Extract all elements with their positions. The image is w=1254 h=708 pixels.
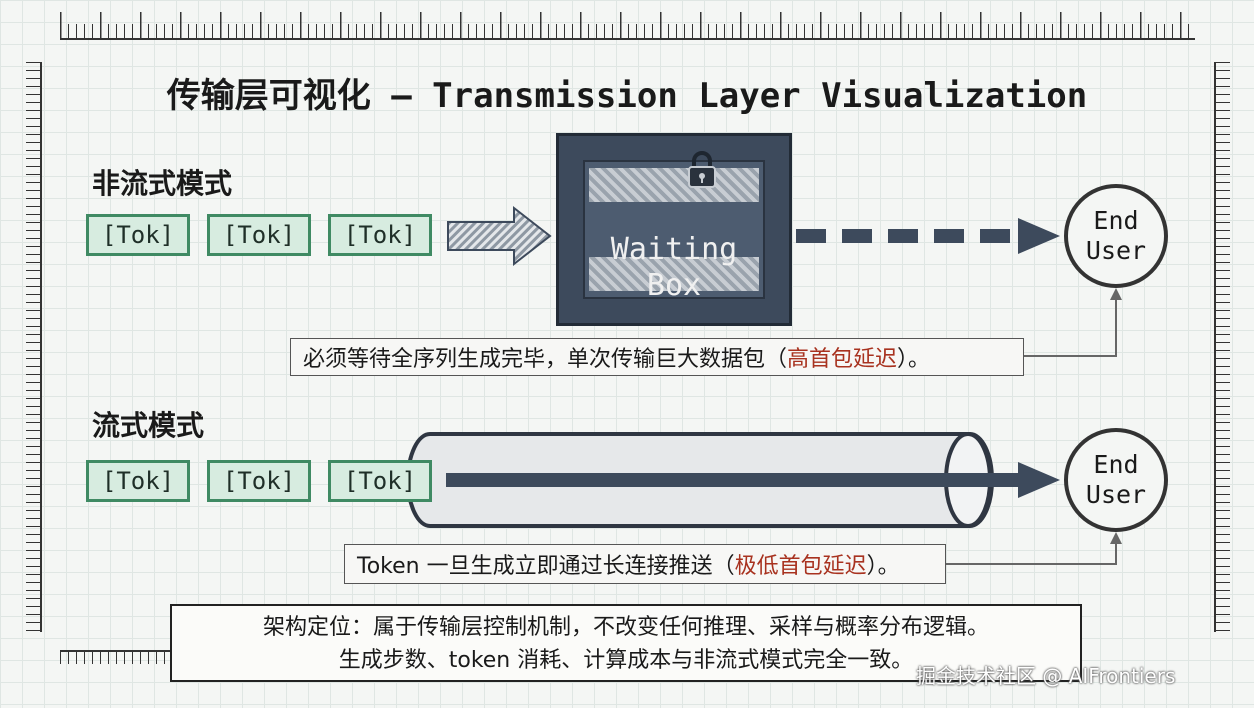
- waiting-box-inner: Waiting Box: [583, 151, 765, 303]
- non-streaming-token-3: [Tok]: [328, 214, 432, 256]
- non-streaming-heading: 非流式模式: [92, 167, 233, 200]
- top-ruler-major: [60, 12, 1195, 38]
- waiting-box: Waiting Box: [556, 133, 792, 326]
- end-user-line2: User: [1085, 480, 1147, 509]
- end-user-node-bottom: End User: [1064, 428, 1168, 532]
- non-streaming-note: 必须等待全序列生成完毕，单次传输巨大数据包（高首包延迟）。: [290, 338, 1024, 376]
- note-end: ）。: [866, 554, 900, 579]
- note-text: Token 一旦生成立即通过长连接推送（: [357, 554, 735, 579]
- page-title: 传输层可视化 – Transmission Layer Visualizatio…: [166, 76, 1088, 116]
- non-streaming-token-2: [Tok]: [207, 214, 311, 256]
- architecture-note-line1: 架构定位：属于传输层控制机制，不改变任何推理、采样与概率分布逻辑。: [262, 615, 989, 640]
- waiting-box-line2: Box: [646, 268, 702, 303]
- waiting-box-top-hatch: [589, 168, 759, 202]
- waiting-box-label: Waiting Box: [585, 232, 763, 304]
- end-user-line1: End: [1093, 450, 1139, 479]
- streaming-token-2: [Tok]: [207, 460, 311, 502]
- streaming-heading: 流式模式: [92, 409, 205, 442]
- note-highlight: 极低首包延迟: [734, 554, 867, 579]
- pipe-icon: [406, 432, 1060, 528]
- end-user-node-top: End User: [1064, 184, 1168, 288]
- dashed-arrow-icon: [796, 218, 1060, 254]
- right-ruler: [1214, 62, 1242, 632]
- non-streaming-token-1: [Tok]: [86, 214, 190, 256]
- watermark: 掘金技术社区 @ AIFrontiers: [916, 664, 1176, 688]
- waiting-box-line1: Waiting: [610, 232, 738, 267]
- architecture-note-line2: 生成步数、token 消耗、计算成本与非流式模式完全一致。: [338, 648, 914, 673]
- streaming-token-1: [Tok]: [86, 460, 190, 502]
- note-highlight: 高首包延迟: [787, 347, 898, 372]
- end-user-line1: End: [1093, 206, 1139, 235]
- note-end: ）。: [897, 347, 931, 372]
- hatched-arrow-icon: [447, 205, 552, 267]
- note-text: 必须等待全序列生成完毕，单次传输巨大数据包（: [303, 347, 788, 372]
- streaming-token-3: [Tok]: [328, 460, 432, 502]
- architecture-note: 架构定位：属于传输层控制机制，不改变任何推理、采样与概率分布逻辑。 生成步数、t…: [170, 604, 1082, 682]
- left-ruler: [14, 62, 42, 632]
- end-user-line2: User: [1085, 236, 1147, 265]
- waiting-box-bottom-hatch: [589, 257, 759, 291]
- lock-icon: [685, 150, 719, 190]
- streaming-note: Token 一旦生成立即通过长连接推送（极低首包延迟）。: [344, 544, 946, 584]
